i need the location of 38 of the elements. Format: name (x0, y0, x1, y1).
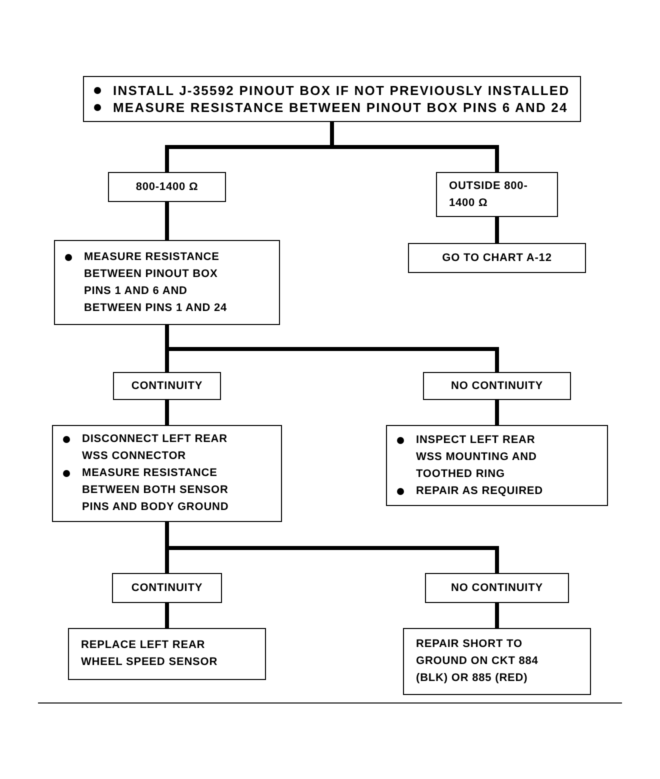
action-box (403, 628, 591, 695)
connector-line (165, 400, 169, 425)
outcome-box (112, 573, 222, 603)
action-text: GO TO CHART A-12 (442, 250, 552, 266)
outcome-box (425, 573, 569, 603)
instruction-text: MEASURE RESISTANCE BETWEEN BOTH SENSOR PINS AND BODY GROUND (82, 466, 230, 515)
instruction-text: REPAIR AS REQUIRED (416, 484, 543, 498)
connector-line (165, 325, 499, 372)
action-box (68, 628, 266, 680)
connector-line (330, 122, 499, 172)
instruction-text: DISCONNECT LEFT REAR WSS CONNECTOR (82, 432, 228, 464)
outcome-text: OUTSIDE 800-1400 Ω (449, 178, 529, 210)
connector-line (495, 603, 499, 628)
outcome-box (436, 172, 558, 217)
outcome-box (108, 172, 226, 202)
action-text: REPAIR SHORT TO GROUND ON CKT 884 (BLK) OR 885 (RED) (416, 637, 540, 686)
action-box (408, 243, 586, 273)
connector-line (495, 217, 499, 243)
connector-line (165, 202, 169, 240)
outcome-text: 800-1400 Ω (136, 180, 198, 194)
instruction-text: INSTALL J-35592 PINOUT BOX IF NOT PREVIOUSLY INSTALLED (113, 82, 570, 99)
instruction-box (52, 425, 282, 522)
outcome-text: CONTINUITY (131, 378, 203, 394)
instruction-text: INSPECT LEFT REAR WSS MOUNTING AND TOOTHED RING (416, 432, 538, 482)
instruction-box (83, 76, 581, 122)
outcome-text: NO CONTINUITY (451, 378, 543, 394)
connector-line (165, 603, 169, 628)
instruction-text: MEASURE RESISTANCE BETWEEN PINOUT BOX PINS 1 AND 6 AND BETWEEN PINS 1 AND 24 (84, 250, 228, 316)
instruction-box (54, 240, 280, 325)
instruction-box (386, 425, 608, 506)
outcome-text: CONTINUITY (131, 580, 203, 596)
outcome-text: NO CONTINUITY (451, 580, 543, 596)
connector-line (495, 400, 499, 425)
instruction-text: MEASURE RESISTANCE BETWEEN PINOUT BOX PINS 6 AND 24 (113, 99, 568, 116)
connector-line (165, 522, 499, 573)
outcome-box (423, 372, 571, 400)
action-text: REPLACE LEFT REAR WHEEL SPEED SENSOR (81, 638, 219, 670)
outcome-box (113, 372, 221, 400)
